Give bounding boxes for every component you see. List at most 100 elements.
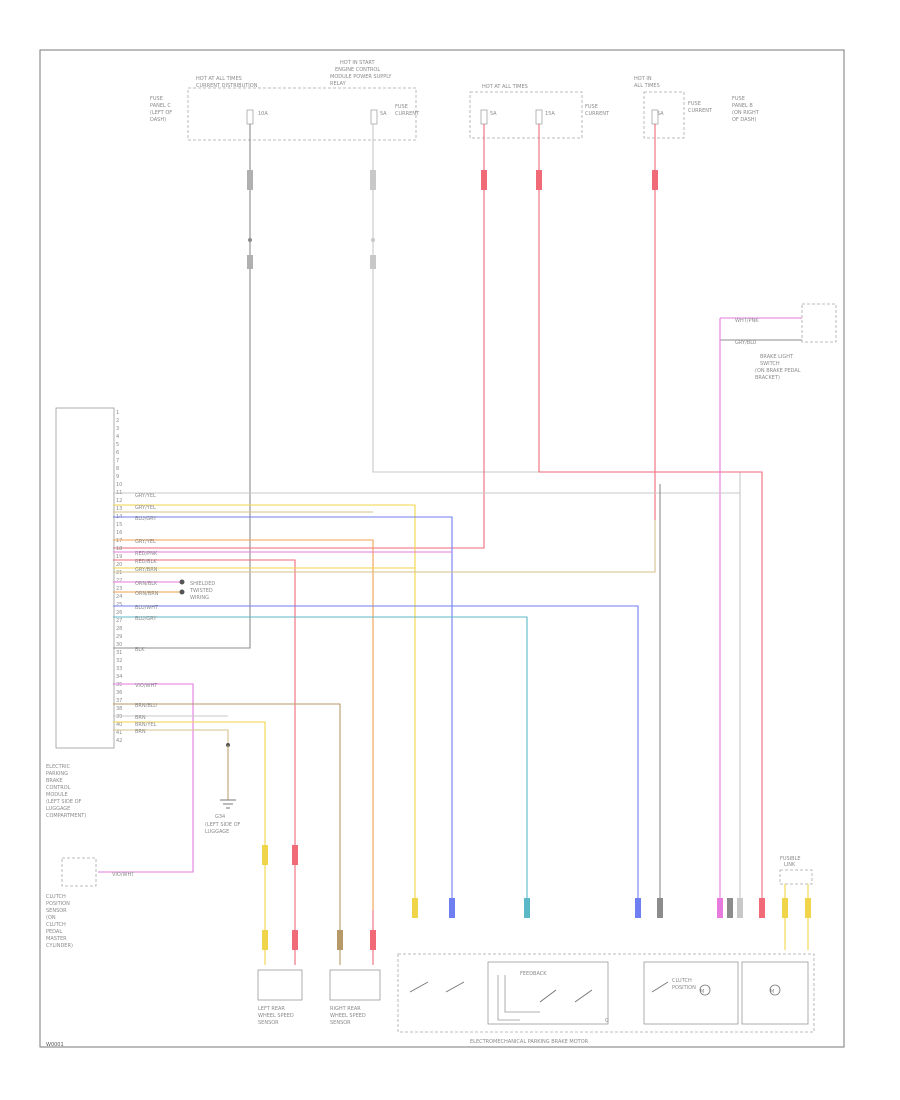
- svg-text:GRY/BRN: GRY/BRN: [135, 567, 158, 573]
- svg-text:4: 4: [116, 434, 119, 440]
- diagram-border: [39, 49, 845, 1048]
- svg-text:21: 21: [116, 570, 122, 576]
- svg-text:25: 25: [116, 602, 122, 608]
- svg-text:GRY/YEL: GRY/YEL: [135, 493, 156, 499]
- svg-text:SENSOR: SENSOR: [330, 1020, 351, 1026]
- svg-text:26: 26: [116, 610, 122, 616]
- svg-text:38: 38: [116, 706, 122, 712]
- svg-text:RIGHT REAR: RIGHT REAR: [330, 1006, 361, 1012]
- svg-text:17: 17: [116, 538, 122, 544]
- svg-text:ORN/BLK: ORN/BLK: [135, 581, 158, 587]
- svg-text:MASTER: MASTER: [46, 936, 67, 942]
- right-small-fuse: FUSIBLE LINK: [779, 856, 813, 950]
- svg-text:28: 28: [116, 626, 122, 632]
- svg-text:FUSE: FUSE: [150, 96, 163, 102]
- svg-text:5A: 5A: [490, 111, 497, 117]
- svg-text:G34: G34: [215, 814, 225, 820]
- svg-text:M: M: [770, 989, 774, 995]
- svg-text:RED/PNK: RED/PNK: [135, 551, 158, 557]
- svg-text:20: 20: [116, 562, 122, 568]
- svg-text:(LEFT SIDE OF: (LEFT SIDE OF: [46, 799, 82, 805]
- svg-text:WIRING: WIRING: [190, 595, 209, 601]
- svg-text:29: 29: [116, 634, 122, 640]
- svg-text:BLU/GRY: BLU/GRY: [135, 516, 157, 522]
- svg-text:CURRENT: CURRENT: [585, 111, 610, 117]
- svg-text:MODULE: MODULE: [46, 792, 68, 798]
- svg-text:CYLINDER): CYLINDER): [46, 943, 73, 949]
- svg-text:8: 8: [116, 466, 119, 472]
- svg-text:POSITION: POSITION: [46, 901, 70, 907]
- svg-text:BLU/GRY: BLU/GRY: [135, 616, 157, 622]
- svg-text:24: 24: [116, 594, 122, 600]
- svg-text:(ON: (ON: [46, 915, 56, 921]
- svg-text:2: 2: [116, 418, 119, 424]
- svg-text:DASH): DASH): [150, 117, 166, 123]
- svg-text:3: 3: [116, 426, 119, 432]
- svg-text:40: 40: [116, 722, 122, 728]
- svg-text:PARKING: PARKING: [46, 771, 68, 777]
- svg-text:PANEL C: PANEL C: [150, 103, 171, 109]
- svg-text:FUSE: FUSE: [732, 96, 745, 102]
- svg-text:CURRENT DISTRIBUTION: CURRENT DISTRIBUTION: [196, 83, 258, 89]
- control-module: ELECTRIC PARKING BRAKE CONTROL MODULE (L…: [46, 407, 115, 819]
- svg-text:7: 7: [116, 458, 119, 464]
- fuse-box-right: HOT AT ALL TIMES HOT IN ALL TIMES FUSE C…: [469, 76, 760, 139]
- svg-text:13: 13: [116, 506, 122, 512]
- svg-text:G: G: [605, 1018, 609, 1024]
- svg-text:TWISTED: TWISTED: [189, 588, 213, 594]
- svg-text:ENGINE CONTROL: ENGINE CONTROL: [335, 67, 380, 73]
- lower-connectors: [262, 845, 811, 950]
- svg-text:RED/BLK: RED/BLK: [135, 559, 157, 565]
- svg-text:LUGGAGE: LUGGAGE: [205, 829, 229, 835]
- svg-text:(ON RIGHT: (ON RIGHT: [732, 110, 760, 116]
- svg-text:BRN: BRN: [135, 729, 146, 735]
- svg-text:6: 6: [116, 450, 119, 456]
- svg-text:ORN/BRN: ORN/BRN: [135, 591, 159, 597]
- harness-wires: [98, 484, 740, 965]
- svg-text:LINK: LINK: [784, 862, 796, 868]
- svg-text:37: 37: [116, 698, 122, 704]
- connector-markers: [247, 170, 658, 269]
- svg-text:12: 12: [116, 498, 122, 504]
- svg-text:BLK: BLK: [135, 647, 145, 653]
- svg-text:33: 33: [116, 666, 122, 672]
- svg-text:22: 22: [116, 578, 122, 584]
- brake-switch: WHT/PNK GRY/BLU BRAKE LIGHT SWITCH (ON B…: [719, 303, 837, 910]
- svg-text:GRY/YEL: GRY/YEL: [135, 505, 156, 511]
- svg-text:HOT IN: HOT IN: [634, 76, 652, 82]
- svg-text:(ON BRAKE PEDAL: (ON BRAKE PEDAL: [755, 368, 801, 374]
- svg-text:15: 15: [116, 522, 122, 528]
- svg-text:POSITION: POSITION: [672, 985, 696, 991]
- svg-text:SHIELDED: SHIELDED: [190, 581, 215, 587]
- svg-text:HOT IN START: HOT IN START: [340, 60, 376, 66]
- svg-text:MODULE POWER SUPPLY: MODULE POWER SUPPLY: [330, 74, 392, 80]
- svg-text:VIO/WHT: VIO/WHT: [112, 872, 135, 878]
- svg-text:CLUTCH: CLUTCH: [46, 922, 66, 928]
- svg-text:WHEEL SPEED: WHEEL SPEED: [330, 1013, 366, 1019]
- svg-text:VIO/WHT: VIO/WHT: [135, 683, 158, 689]
- svg-text:COMPARTMENT): COMPARTMENT): [46, 813, 86, 819]
- svg-text:16: 16: [116, 530, 122, 536]
- svg-text:BRAKE: BRAKE: [46, 778, 63, 784]
- svg-text:15A: 15A: [545, 111, 555, 117]
- svg-text:FUSE: FUSE: [395, 104, 408, 110]
- svg-text:HOT AT ALL TIMES: HOT AT ALL TIMES: [196, 76, 242, 82]
- svg-text:34: 34: [116, 674, 122, 680]
- svg-text:OF DASH): OF DASH): [732, 117, 757, 123]
- svg-text:CONTROL: CONTROL: [46, 785, 71, 791]
- svg-text:(LEFT OF: (LEFT OF: [150, 110, 172, 116]
- svg-text:BRN: BRN: [135, 715, 146, 721]
- svg-text:LEFT REAR: LEFT REAR: [258, 1006, 285, 1012]
- svg-text:ELECTRIC: ELECTRIC: [46, 764, 71, 770]
- svg-text:BLU/WHT: BLU/WHT: [135, 605, 159, 611]
- svg-text:SWITCH: SWITCH: [760, 361, 780, 367]
- svg-text:SENSOR: SENSOR: [46, 908, 67, 914]
- svg-text:BRAKE LIGHT: BRAKE LIGHT: [760, 354, 794, 360]
- svg-text:10: 10: [116, 482, 122, 488]
- ground-symbol: G34 (LEFT SIDE OF LUGGAGE: [205, 743, 241, 835]
- svg-text:(LEFT SIDE OF: (LEFT SIDE OF: [205, 822, 241, 828]
- svg-text:FUSE: FUSE: [585, 104, 598, 110]
- svg-text:5: 5: [116, 442, 119, 448]
